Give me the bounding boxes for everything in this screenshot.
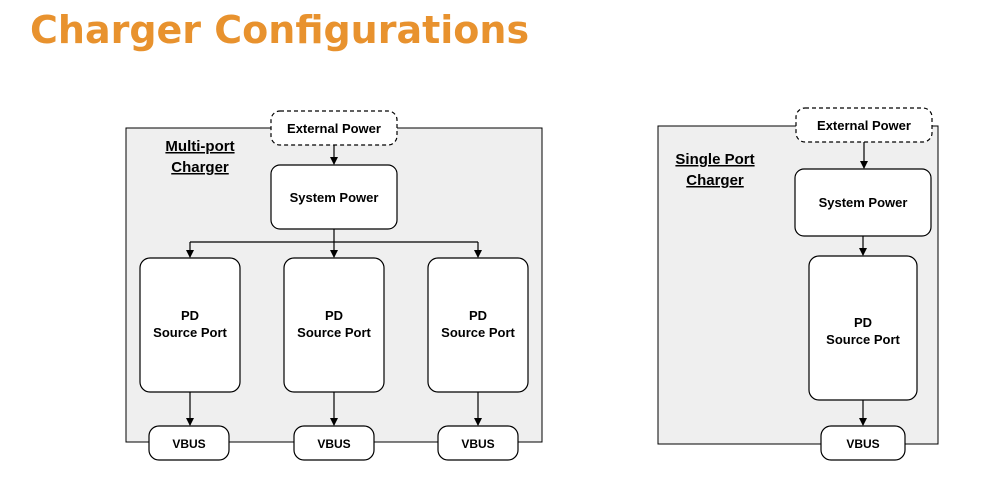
multi-port-1-line2: Source Port xyxy=(153,325,227,340)
single-port-charger: Single Port Charger External Power Syste… xyxy=(657,107,939,461)
slide-title: Charger Configurations xyxy=(30,8,530,52)
multi-vbus-label-1: VBUS xyxy=(172,437,205,451)
single-external-power-box xyxy=(795,107,933,143)
single-system-power-label: System Power xyxy=(819,195,908,210)
multi-port-2-line1: PD xyxy=(325,308,343,323)
multi-port-label-line1: Multi-port xyxy=(165,138,234,155)
single-vbus-box xyxy=(820,425,906,461)
multi-external-power-label: External Power xyxy=(287,121,381,136)
multi-vbus-box-1 xyxy=(148,425,230,461)
multi-port-3-line1: PD xyxy=(469,308,487,323)
multi-port-3-line2: Source Port xyxy=(441,325,515,340)
multi-vbus-label-2: VBUS xyxy=(317,437,350,451)
multi-port-label-line2: Charger xyxy=(171,159,229,176)
single-external-power-label: External Power xyxy=(817,118,911,133)
multi-vbus-label-3: VBUS xyxy=(461,437,494,451)
single-port-label-line1: Single Port xyxy=(675,151,754,168)
single-port-line2: Source Port xyxy=(826,332,900,347)
multi-system-power-label: System Power xyxy=(290,190,379,205)
single-port-line1: PD xyxy=(854,315,872,330)
multi-port-2-line2: Source Port xyxy=(297,325,371,340)
single-vbus-label: VBUS xyxy=(846,437,879,451)
multi-port-charger: Multi-port Charger External Power System… xyxy=(125,110,543,461)
single-port-label-line2: Charger xyxy=(686,172,744,189)
multi-port-1-line1: PD xyxy=(181,308,199,323)
multi-vbus-box-3 xyxy=(437,425,519,461)
multi-vbus-box-2 xyxy=(293,425,375,461)
